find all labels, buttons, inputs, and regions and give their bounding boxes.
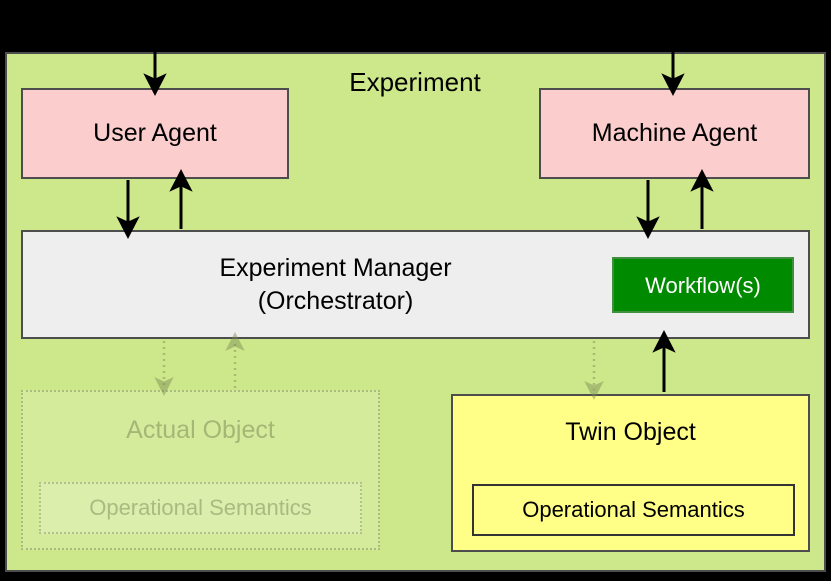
node-machine-agent[interactable]: Machine Agent bbox=[539, 88, 810, 179]
page-title: Experiment bbox=[349, 67, 481, 97]
node-actual-object-label: Actual Object bbox=[126, 416, 275, 444]
node-experiment-manager[interactable]: Experiment Manager (Orchestrator) Workfl… bbox=[21, 230, 810, 339]
node-workflows[interactable]: Workflow(s) bbox=[612, 257, 794, 313]
node-actual-object[interactable]: Actual Object Operational Semantics bbox=[21, 390, 380, 550]
node-user-agent[interactable]: User Agent bbox=[21, 88, 289, 179]
node-actual-object-operational-semantics[interactable]: Operational Semantics bbox=[39, 482, 362, 534]
node-experiment-manager-label: Experiment Manager (Orchestrator) bbox=[23, 252, 808, 318]
node-actual-object-operational-semantics-label: Operational Semantics bbox=[89, 495, 312, 520]
node-twin-object-operational-semantics[interactable]: Operational Semantics bbox=[472, 484, 795, 536]
node-machine-agent-label: Machine Agent bbox=[591, 119, 758, 147]
node-experiment-manager-line1: Experiment Manager bbox=[219, 254, 452, 282]
node-experiment-manager-line2: (Orchestrator) bbox=[257, 287, 414, 315]
node-twin-object-label: Twin Object bbox=[565, 418, 696, 446]
node-workflows-label: Workflow(s) bbox=[645, 272, 761, 298]
node-user-agent-label: User Agent bbox=[93, 119, 217, 147]
node-twin-object[interactable]: Twin Object Operational Semantics bbox=[451, 394, 810, 552]
node-twin-object-operational-semantics-label: Operational Semantics bbox=[522, 497, 745, 522]
